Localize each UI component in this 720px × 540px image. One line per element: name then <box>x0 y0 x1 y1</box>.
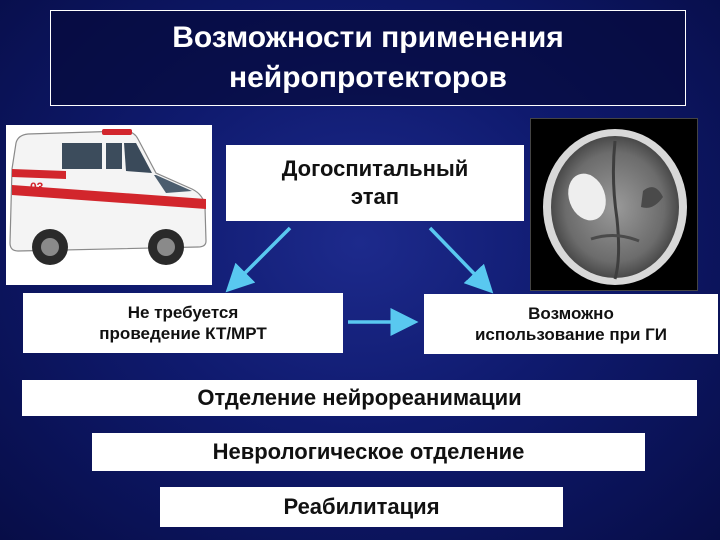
ambulance-icon: 03 <box>9 129 207 265</box>
prehospital-stage-box: Догоспитальный этап <box>226 145 524 221</box>
title-line-1: Возможности применения <box>172 21 564 54</box>
slide-title: Возможности применения нейропротекторов <box>50 10 686 106</box>
rehabilitation-label: Реабилитация <box>283 494 440 519</box>
left-box-line-2: проведение КТ/МРТ <box>99 324 267 343</box>
brain-ct-icon <box>543 129 687 285</box>
stage-line-2: этап <box>350 184 400 209</box>
neurology-label: Неврологическое отделение <box>212 439 525 464</box>
icu-box: Отделение нейрореанимации <box>22 380 697 416</box>
stage-line-1: Догоспитальный <box>281 156 469 181</box>
possible-use-box: Возможно использование при ГИ <box>424 294 718 354</box>
arrow-stage-to-right <box>428 226 494 294</box>
arrow-stage-to-left <box>225 226 292 293</box>
no-ct-mri-box: Не требуется проведение КТ/МРТ <box>23 293 343 353</box>
right-box-line-2: использование при ГИ <box>474 325 668 344</box>
icu-label: Отделение нейрореанимации <box>197 385 522 410</box>
ct-scan-image <box>530 118 698 291</box>
neurology-box: Неврологическое отделение <box>92 433 645 471</box>
ambulance-image: 03 <box>6 125 212 285</box>
rehabilitation-box: Реабилитация <box>160 487 563 527</box>
ambulance-number: 03 <box>30 180 44 194</box>
left-box-line-1: Не требуется <box>127 303 239 322</box>
right-box-line-1: Возможно <box>528 304 614 323</box>
title-line-2: нейропротекторов <box>228 61 507 94</box>
